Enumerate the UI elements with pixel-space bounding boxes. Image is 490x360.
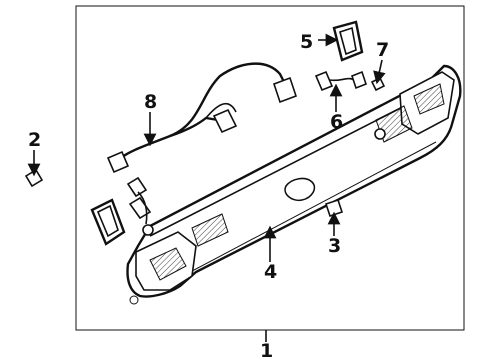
left-bulb-sockets [126, 176, 154, 236]
callout-6: 6 [330, 111, 343, 133]
socket-wire-part-6 [314, 70, 367, 92]
lens-gasket-part-5 [332, 20, 364, 62]
callout-7: 7 [376, 39, 389, 61]
callout-2: 2 [28, 129, 41, 151]
assembly-frame [75, 5, 465, 331]
leader-lines [27, 33, 386, 342]
callout-8: 8 [144, 91, 157, 113]
wiring-harness-part-8 [106, 62, 298, 174]
garnish-panel [126, 64, 462, 305]
clip-part-2 [24, 168, 44, 188]
clip-part-7 [370, 76, 386, 92]
callout-4: 4 [264, 261, 277, 283]
callout-5: 5 [300, 31, 313, 53]
callout-1: 1 [260, 340, 273, 360]
callout-3: 3 [328, 235, 341, 257]
left-gasket [90, 198, 126, 246]
clip-part-3 [324, 198, 344, 218]
